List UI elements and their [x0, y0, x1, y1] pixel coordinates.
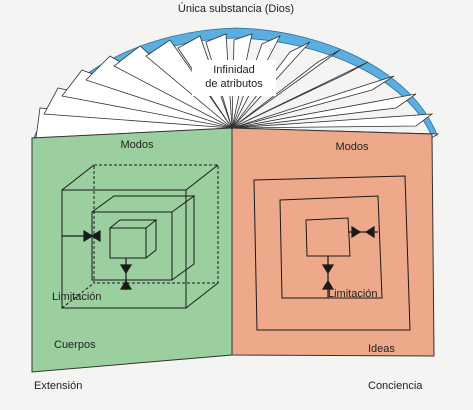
- arrow-head: [90, 229, 101, 243]
- square-small: [305, 217, 351, 257]
- left-things-label: Cuerpos: [54, 339, 96, 351]
- fan-page: [231, 113, 434, 129]
- square-medium: [279, 195, 383, 299]
- cube-medium-front: [91, 211, 173, 281]
- title-label: Única substancia (Dios): [178, 2, 294, 15]
- fan-label-bg: [192, 60, 276, 96]
- arrow-head: [321, 279, 335, 290]
- cube-large-back: [93, 164, 219, 284]
- right-nested-squares: [253, 175, 411, 331]
- left-nested-cubes: [61, 164, 219, 309]
- cube-large-front: [61, 189, 187, 309]
- square-large: [253, 175, 411, 331]
- arrow-head: [321, 264, 335, 275]
- arrow-head: [83, 229, 94, 243]
- arrow-head: [119, 279, 133, 290]
- left-limit-label: Limitación: [52, 291, 102, 303]
- arrow-head: [351, 225, 362, 239]
- arrow-head: [119, 264, 133, 275]
- right-limit-arrows: [321, 225, 378, 298]
- fan-page: [231, 61, 369, 129]
- left-limit-arrows: [62, 229, 133, 290]
- right-attribute-label: Conciencia: [368, 380, 423, 392]
- left-attribute-label: Extensión: [34, 380, 82, 392]
- fan-label-line1: Infinidad: [213, 64, 255, 76]
- right-limit-label: Limitación: [328, 288, 378, 300]
- right-things-label: Ideas: [368, 343, 395, 355]
- fan-page: [231, 75, 395, 129]
- cube-small-front: [109, 227, 147, 259]
- right-modes-label: Modos: [335, 141, 369, 153]
- fan-page: [231, 93, 417, 129]
- arrow-head: [364, 225, 375, 239]
- right-page-conscience: [231, 127, 435, 357]
- fan-label-line2: de atributos: [205, 78, 263, 90]
- left-modes-label: Modos: [120, 139, 154, 151]
